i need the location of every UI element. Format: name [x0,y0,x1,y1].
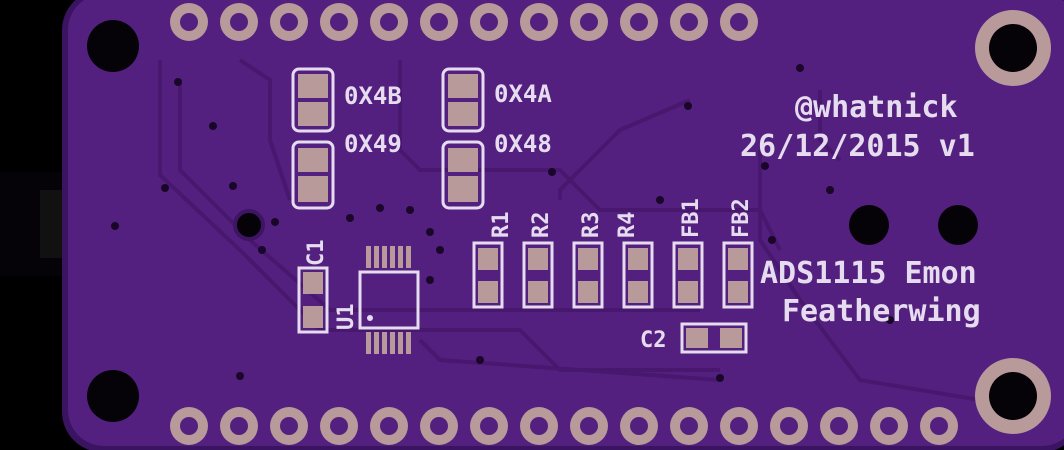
c2-label: C2 [640,328,667,353]
jumper-label-0x4b: 0X4B [344,82,402,110]
r1-label: R1 [489,212,514,239]
jumper-label-0x48: 0X48 [494,130,552,158]
product-name-line2: Featherwing [782,294,981,329]
c2-footprint [680,322,748,354]
credit-text: @whatnick [795,90,958,125]
fb1-label: FB1 [679,198,704,238]
c1-footprint [297,266,329,334]
date-version-text: 26/12/2015 v1 [740,129,975,164]
top-header-pins [170,3,758,41]
r3-label: R3 [579,212,604,239]
c1-label: C1 [304,240,329,267]
u1-label: U1 [334,304,359,331]
u1-footprint [358,246,420,354]
solder-jumpers [291,67,485,210]
jumper-label-0x4a: 0X4A [494,80,552,108]
mounting-holes [87,10,1051,434]
resistor-footprints [472,241,754,309]
r4-label: R4 [615,212,640,239]
product-name-line1: ADS1115 Emon [760,256,977,291]
r2-label: R2 [529,212,554,239]
board-surface [68,0,1064,446]
vias [111,64,894,382]
fb2-label: FB2 [729,198,754,238]
jumper-label-0x49: 0X49 [344,130,402,158]
bottom-header-pins [170,407,958,445]
